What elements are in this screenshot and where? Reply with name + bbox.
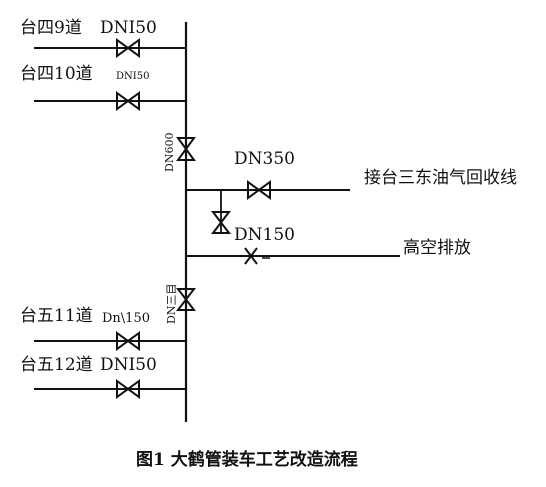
label-t5-11: 台五11道 [20,306,93,326]
valve-t4-9-icon [116,38,140,58]
dn-label-main-lower: DN三目 [165,283,178,324]
dn-label-t4-10: DNI50 [116,71,150,82]
label-t4-10: 台四10道 [20,64,93,84]
valve-t4-10-icon [116,91,140,111]
label-t4-9: 台四9道 [20,18,82,38]
valve-t5-11-icon [116,331,140,351]
valve-dn150-icon [210,211,232,234]
valve-main-lower-icon [175,288,197,311]
dn-label-t5-11: Dn\150 [102,311,150,326]
figure-caption: 图1 大鹤管装车工艺改造流程 [136,450,358,470]
dn-label-dn350: DN350 [234,149,295,169]
dn-label-t4-9: DNI50 [100,18,157,38]
dest-label-vapor-recovery: 接台三东油气回收线 [364,168,517,188]
dn-label-main-upper: DN600 [163,132,176,172]
dest-label-high-vent: 高空排放 [403,238,471,258]
blind-plate-icon-stroke [244,247,258,265]
valve-dn350-icon [247,180,271,200]
valve-t5-12-icon [116,379,140,399]
valve-main-upper-icon [176,137,196,161]
dn-label-t5-12: DNI50 [100,355,157,375]
dn-label-dn150: DN150 [234,225,295,245]
label-t5-12: 台五12道 [20,355,93,375]
